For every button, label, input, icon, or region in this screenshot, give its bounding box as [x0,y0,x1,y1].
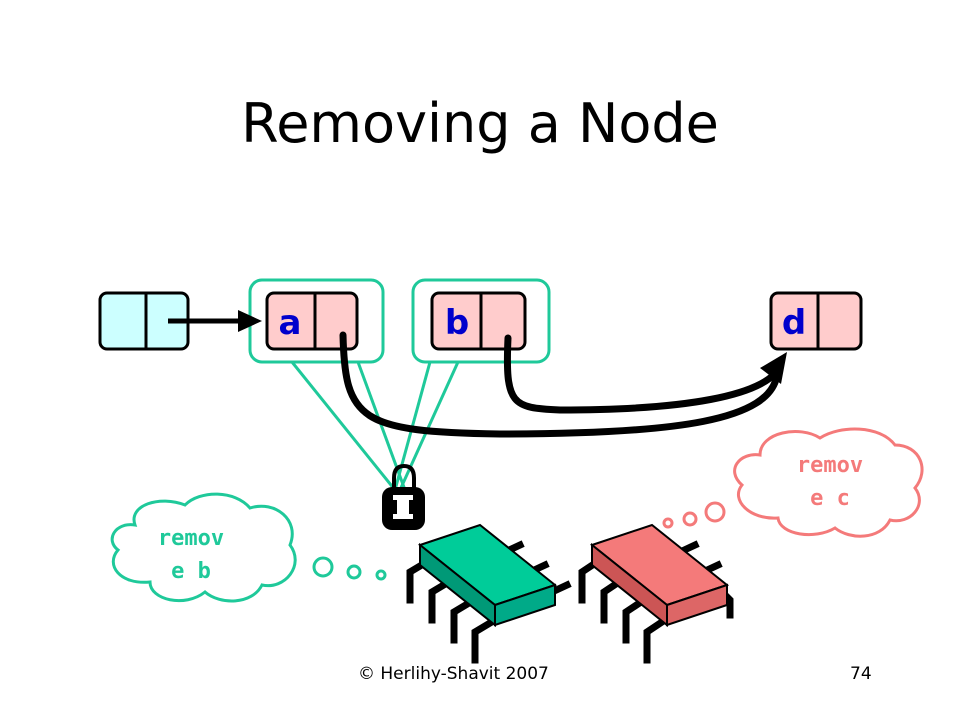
padlock-icon [382,463,425,530]
page-number: 74 [850,664,872,684]
copyright-text: © Herlihy-Shavit 2007 [358,664,549,684]
pointer-a-to-d [339,331,781,438]
list-node-head [98,291,190,351]
thought-right-line2: e c [810,486,850,511]
thought-cloud-remove-b: remov e b [110,492,297,603]
list-node-d: d [769,291,863,351]
pointer-arrowhead-d [760,352,787,384]
list-node-a: a [265,291,359,351]
thought-cloud-remove-c: remov e c [733,427,924,538]
thought-left-line2: e b [171,559,211,584]
thought-bubbles-left [312,556,387,581]
thread-pink-chip-icon [578,523,734,664]
pointer-head-to-a [168,310,262,332]
thought-right-line1: remov [797,453,863,478]
lock-cone-lines [290,361,460,491]
node-label-b: b [445,303,469,343]
thought-left-line1: remov [158,526,224,551]
node-label-d: d [782,303,806,343]
node-label-a: a [279,303,302,343]
thought-bubbles-right [662,501,726,529]
pointer-b-to-d [503,334,782,414]
slide-title: Removing a Node [241,92,719,155]
thread-green-chip-icon [406,523,572,664]
list-node-b: b [430,291,527,351]
